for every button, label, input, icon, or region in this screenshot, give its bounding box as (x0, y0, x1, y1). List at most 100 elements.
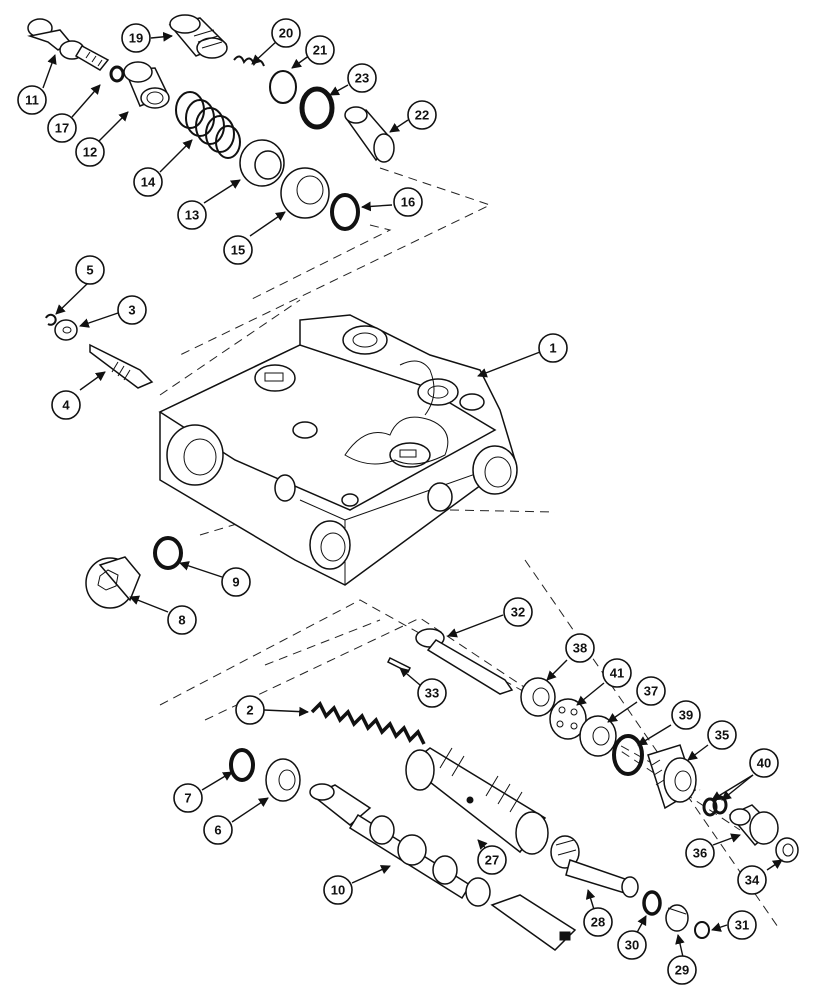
part-39-o-ring (612, 734, 644, 776)
callout-label: 8 (178, 613, 185, 628)
callout-22: 22 (407, 100, 437, 130)
part-32-bolt (415, 628, 514, 695)
callout-label: 1 (549, 341, 556, 356)
callout-20: 20 (271, 18, 301, 48)
callout-circle (685, 838, 715, 868)
part-2-spring (310, 701, 426, 745)
callout-label: 27 (485, 853, 499, 868)
callout-circle (305, 35, 335, 65)
callout-circle (707, 720, 737, 750)
callout-33: 33 (417, 678, 447, 708)
part-36-plug (728, 804, 779, 847)
callout-4: 4 (51, 390, 81, 420)
callout-label: 37 (644, 684, 658, 699)
callout-40: 40 (749, 748, 779, 778)
callout-circle (477, 845, 507, 875)
callout-circle (602, 658, 632, 688)
callout-circle (617, 930, 647, 960)
callout-circle (538, 333, 568, 363)
callout-7: 7 (173, 783, 203, 813)
callout-15: 15 (223, 235, 253, 265)
callout-circle (75, 137, 105, 167)
callout-16: 16 (393, 187, 423, 217)
callout-circle (323, 875, 353, 905)
callout-circle (223, 235, 253, 265)
callout-circle (583, 907, 613, 937)
callout-label: 15 (231, 243, 245, 258)
callout-circle (393, 187, 423, 217)
part-33-pin (386, 656, 412, 674)
part-29-plug (665, 904, 689, 932)
part-23-o-ring (299, 86, 335, 130)
callout-circle (75, 255, 105, 285)
callout-circle (667, 955, 697, 985)
callout-circle (117, 295, 147, 325)
callout-36: 36 (685, 838, 715, 868)
callout-41: 41 (602, 658, 632, 688)
part-13-spring-seat (239, 139, 285, 187)
callout-circle (749, 748, 779, 778)
callout-circle (347, 63, 377, 93)
callout-circle (737, 865, 767, 895)
part-22-plug (344, 106, 395, 163)
callout-6: 6 (203, 815, 233, 845)
callout-circle (203, 815, 233, 845)
callout-circle (503, 597, 533, 627)
callout-label: 41 (610, 666, 624, 681)
callout-circle (565, 633, 595, 663)
callout-label: 14 (141, 175, 156, 190)
part-38-washer (520, 677, 556, 717)
part-16-o-ring (330, 193, 360, 231)
callout-circle (177, 200, 207, 230)
assembly-guide-lines (159, 167, 781, 931)
part-41-bearing (549, 698, 587, 740)
part-34-seal (775, 837, 799, 863)
callout-circle (121, 23, 151, 53)
part-7-o-ring (229, 748, 255, 782)
callout-28: 28 (583, 907, 613, 937)
callout-38: 38 (565, 633, 595, 663)
callout-35: 35 (707, 720, 737, 750)
callout-label: 36 (693, 846, 707, 861)
callout-14: 14 (133, 167, 163, 197)
callout-label: 6 (214, 823, 221, 838)
part-21-washer (269, 70, 297, 104)
callout-3: 3 (117, 295, 147, 325)
callout-circle (17, 85, 47, 115)
part-6-washer (265, 758, 301, 802)
part-27-sleeve (405, 747, 549, 855)
callout-30: 30 (617, 930, 647, 960)
part-37-washer (579, 715, 617, 757)
callout-1: 1 (538, 333, 568, 363)
callout-label: 23 (355, 71, 369, 86)
callout-39: 39 (671, 700, 701, 730)
callout-circle (167, 605, 197, 635)
callout-label: 2 (246, 703, 253, 718)
callout-label: 19 (129, 31, 143, 46)
callout-11: 11 (17, 85, 47, 115)
part-12-bushing (123, 61, 170, 109)
callout-29: 29 (667, 955, 697, 985)
callout-label: 22 (415, 108, 429, 123)
part-11-stem (27, 18, 110, 71)
callout-label: 39 (679, 708, 693, 723)
callout-label: 13 (185, 208, 199, 223)
callout-label: 32 (511, 605, 525, 620)
part-19-sleeve (168, 14, 228, 59)
callout-label: 3 (128, 303, 135, 318)
part-5-clip (45, 313, 57, 326)
part-30-o-ring (642, 890, 662, 916)
part-4-pin (89, 343, 154, 389)
callout-label: 34 (745, 873, 760, 888)
callout-circle (417, 678, 447, 708)
part-8-plug (85, 556, 141, 609)
callout-circle (671, 700, 701, 730)
callout-label: 11 (25, 93, 39, 108)
callout-13: 13 (177, 200, 207, 230)
callout-circle (271, 18, 301, 48)
callout-12: 12 (75, 137, 105, 167)
part-10-spool (309, 783, 577, 951)
callout-label: 5 (86, 263, 93, 278)
callout-9: 9 (221, 567, 251, 597)
